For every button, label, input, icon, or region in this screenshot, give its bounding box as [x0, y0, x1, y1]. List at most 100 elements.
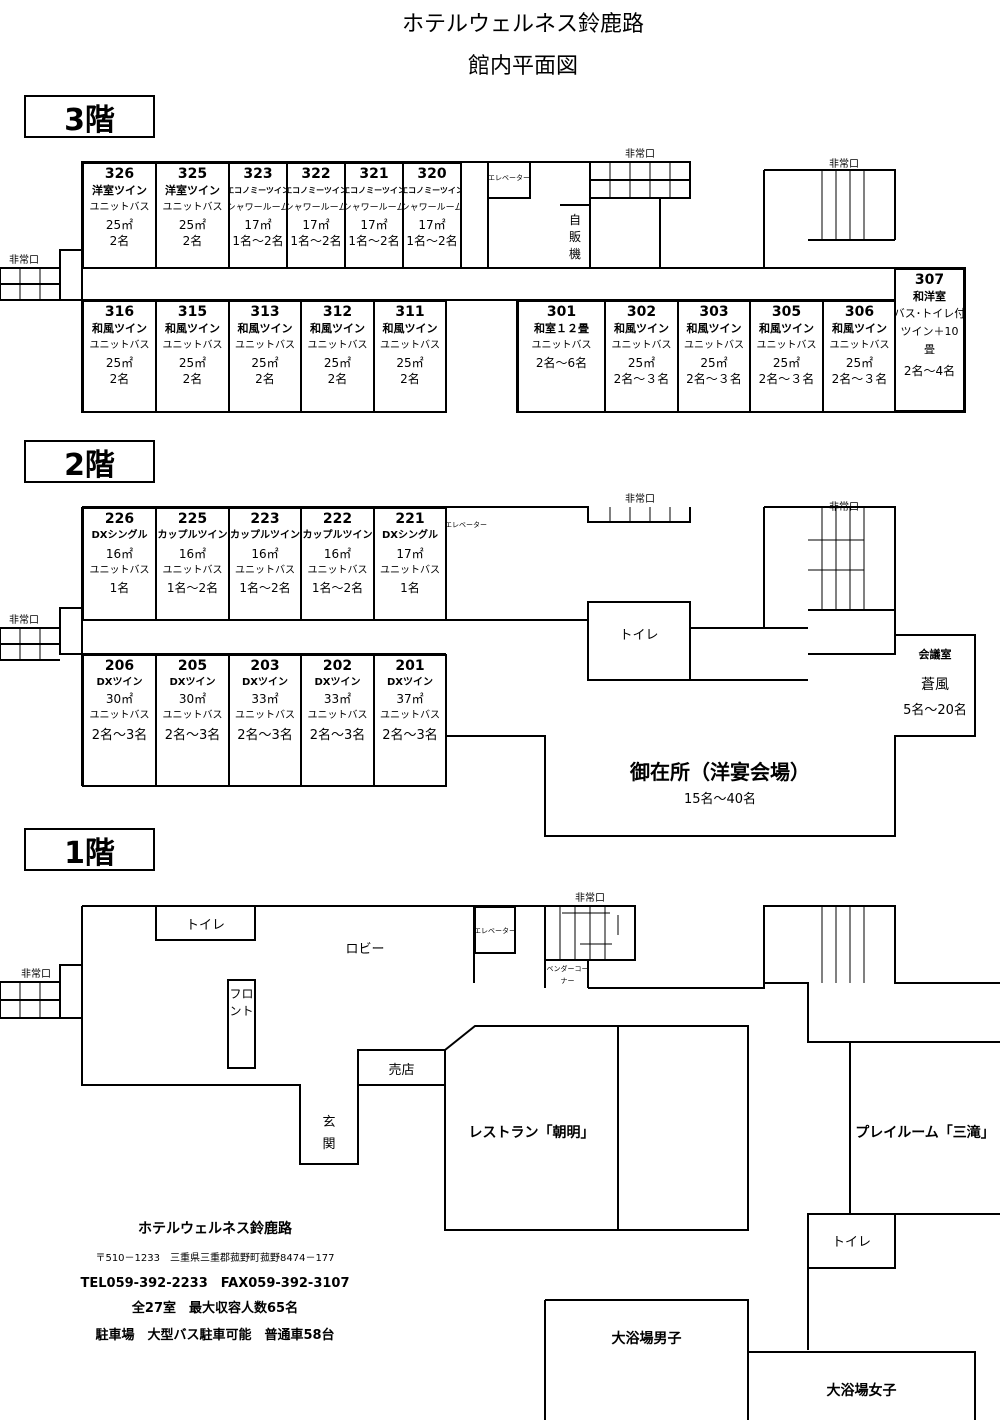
room-capacity: 1名～2名 [311, 581, 364, 595]
room-bath: ユニットバス [380, 710, 440, 721]
room-area: 17㎡ [244, 218, 272, 232]
toilet-label: トイレ [831, 1235, 871, 1250]
room-capacity: 1名～2名 [232, 234, 284, 248]
room-area: 25㎡ [700, 356, 728, 370]
room-type: カップルツイン [302, 530, 373, 541]
vending-corner-label: ベンダーコーナー [546, 965, 589, 985]
footer-address: 〒510－1233 三重県三重郡菰野町菰野8474－177 [95, 1253, 335, 1264]
room-number: 323 [243, 166, 273, 182]
room-number: 206 [104, 658, 135, 674]
room-bath: ユニットバス [235, 340, 295, 351]
room-number: 225 [177, 511, 208, 527]
room-bath: ユニットバス [756, 340, 817, 351]
room-bath: ユニットバス [89, 565, 150, 576]
room-bath: ユニットバス [307, 565, 368, 576]
emergency-exit-label: 非常口 [9, 615, 39, 626]
room-type: 洋室ツイン [92, 184, 147, 197]
room-area: 25㎡ [105, 356, 134, 370]
room-capacity: 2名～3名 [237, 728, 293, 743]
room-capacity: 1名～2名 [290, 234, 342, 248]
room-type: エコノミーツイン [344, 186, 404, 195]
hotel-title: ホテルウェルネス鈴鹿路 [401, 12, 644, 37]
room-bath: ユニットバス [162, 710, 223, 721]
room-number: 226 [104, 511, 135, 527]
room-area: 25㎡ [105, 218, 134, 232]
room-number: 320 [417, 166, 447, 182]
room-area: 17㎡ [418, 218, 446, 232]
room-area: 17㎡ [396, 547, 424, 561]
room-capacity: 2名 [182, 372, 203, 386]
meeting-room-name: 蒼風 [921, 677, 949, 693]
room-number: 222 [322, 511, 353, 527]
footer-hotel-name: ホテルウェルネス鈴鹿路 [138, 1221, 292, 1237]
room-capacity: 1名 [109, 581, 130, 595]
footer-parking: 駐車場 大型バス駐車可能 普通車58台 [95, 1328, 335, 1343]
room-detail: 畳 [924, 343, 935, 356]
room-capacity: 1名～2名 [348, 234, 400, 248]
room-area: 16㎡ [251, 547, 279, 561]
room-type: DXツイン [96, 677, 143, 688]
room-capacity: 1名～2名 [406, 234, 458, 248]
elevator-label: エレベーター [488, 174, 530, 182]
room-number: 305 [771, 304, 802, 320]
room-capacity: 2名 [109, 234, 130, 248]
room-capacity: 2名～3名 [91, 728, 148, 743]
room-type: 和風ツイン [759, 322, 814, 335]
room-307[interactable]: 307 和洋室 バス･トイレ付 ツイン＋10 畳 2名～4名 [894, 268, 965, 412]
room-area: 17㎡ [360, 218, 388, 232]
room-area: 16㎡ [178, 547, 207, 561]
lobby-label: ロビー [345, 942, 385, 957]
meeting-room-title: 会議室 [918, 648, 952, 661]
room-area: 33㎡ [251, 692, 279, 706]
room-capacity: 1名～2名 [239, 581, 291, 595]
emergency-exit-label: 非常口 [829, 502, 859, 513]
room-type: カップルツイン [157, 530, 228, 541]
room-type: 和風ツイン [832, 322, 887, 335]
room-area: 25㎡ [323, 356, 352, 370]
room-bath: ユニットバス [89, 710, 150, 721]
room-number: 322 [301, 166, 331, 182]
room-area: 25㎡ [772, 356, 801, 370]
womens-bath-label: 大浴場女子 [826, 1383, 897, 1399]
room-bath: ユニットバス [307, 710, 368, 721]
room-number: 306 [844, 304, 875, 320]
room-number: 221 [395, 511, 425, 527]
room-number: 311 [395, 304, 425, 320]
room-area: 33㎡ [323, 692, 352, 706]
room-type: DXツイン [386, 677, 433, 688]
room-type: DXシングル [381, 530, 438, 541]
room-type: 和風ツイン [686, 322, 742, 335]
room-type: 和風ツイン [382, 322, 438, 335]
room-number: 202 [322, 658, 353, 674]
restaurant-label: レストラン「朝明」 [468, 1125, 595, 1141]
map-subtitle: 館内平面図 [467, 54, 578, 79]
room-type: エコノミーツイン [402, 186, 462, 195]
room-type: DXツイン [241, 677, 288, 688]
